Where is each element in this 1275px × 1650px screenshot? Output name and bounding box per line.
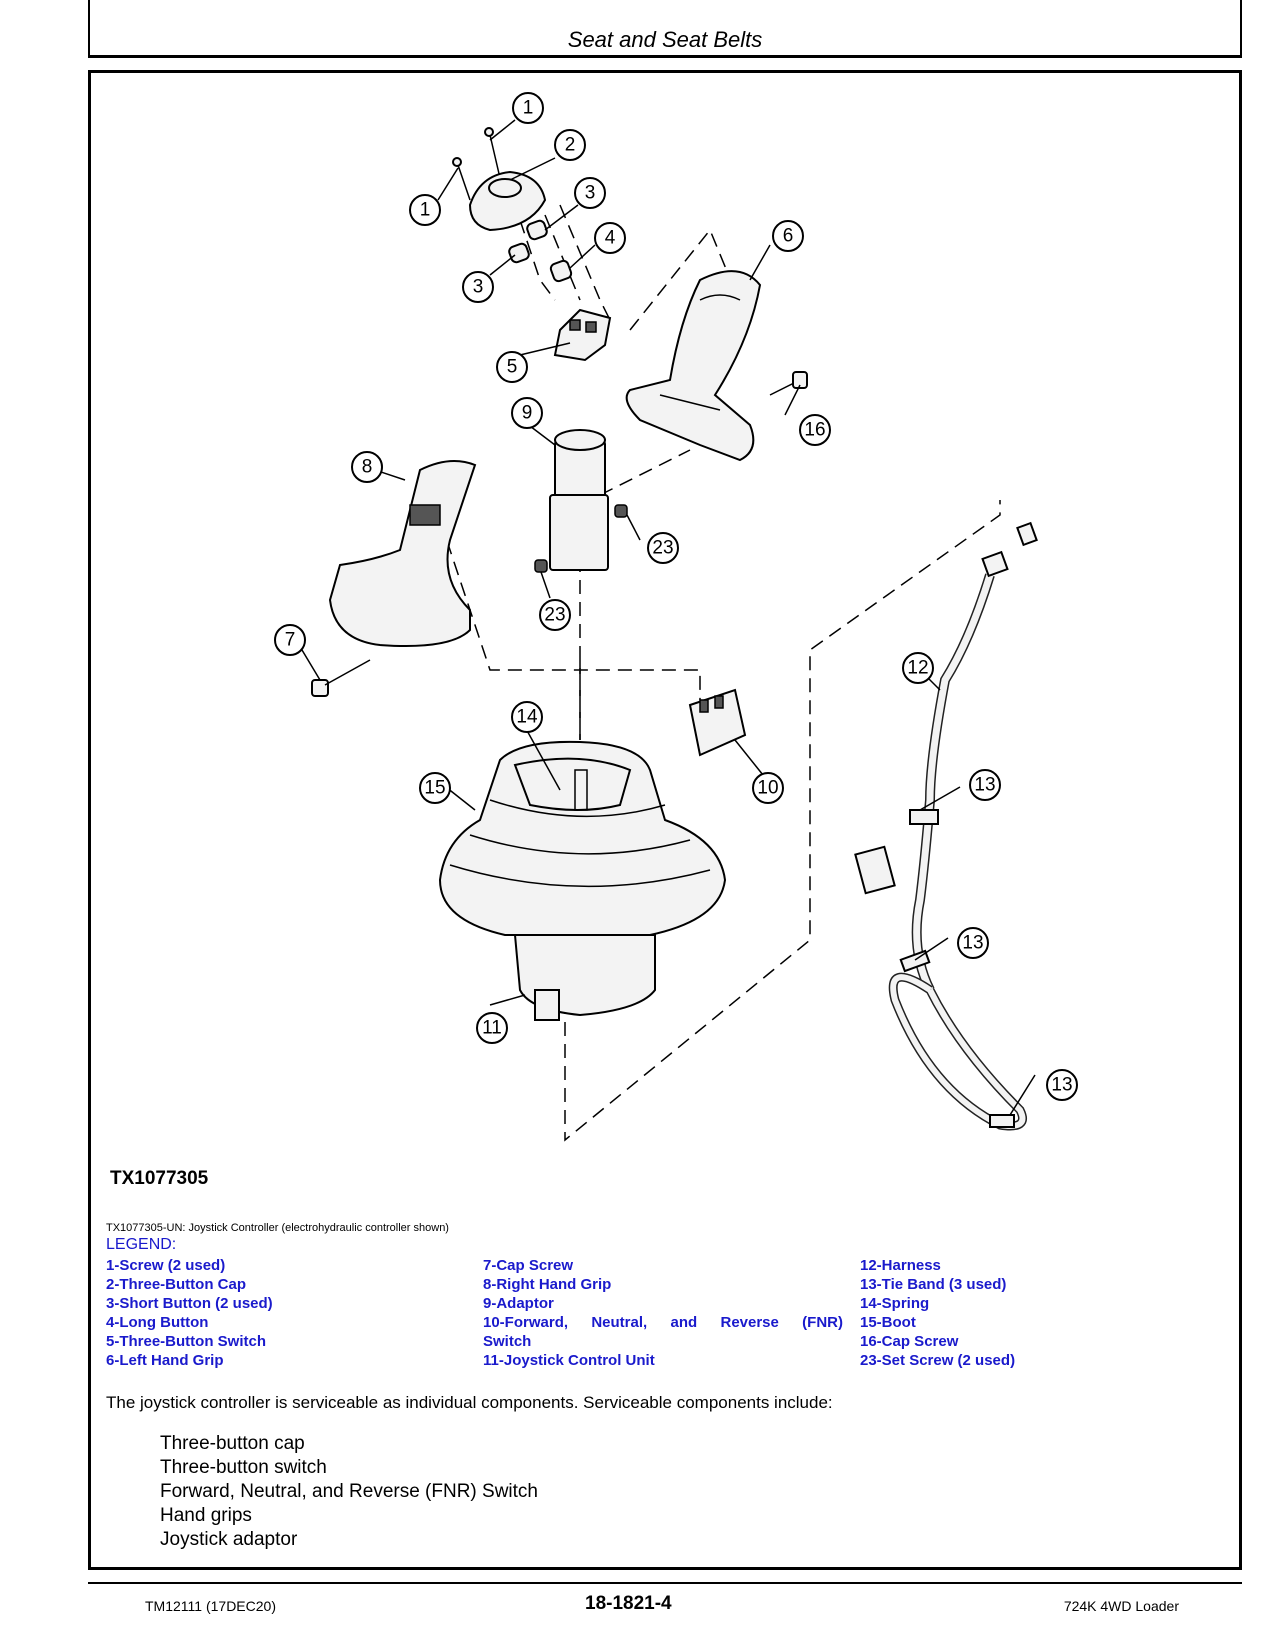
svg-text:23: 23 xyxy=(652,538,673,559)
legend-title: LEGEND: xyxy=(106,1236,177,1253)
svg-text:3: 3 xyxy=(585,183,596,204)
svg-text:6: 6 xyxy=(783,226,794,247)
svg-text:4: 4 xyxy=(605,228,616,249)
fnr-switch-part xyxy=(688,688,747,757)
svg-text:3: 3 xyxy=(473,277,484,298)
set-screw-part xyxy=(534,504,628,573)
three-button-cap-part xyxy=(468,170,547,232)
callout-7: 7 xyxy=(274,624,306,656)
legend-item: 7-Cap Screw xyxy=(483,1257,574,1274)
cap-screw-part xyxy=(769,371,808,396)
svg-text:1: 1 xyxy=(523,98,534,119)
callout-13c: 13 xyxy=(1046,1069,1078,1101)
footer-page-number: 18-1821-4 xyxy=(585,1593,672,1614)
boot-part xyxy=(438,740,727,936)
left-hand-grip-part xyxy=(625,270,762,462)
legend-item: 3-Short Button (2 used) xyxy=(106,1295,273,1312)
svg-text:2: 2 xyxy=(565,135,576,156)
legend-item: 11-Joystick Control Unit xyxy=(483,1352,655,1369)
callout-3b: 3 xyxy=(462,271,494,303)
legend-item: 13-Tie Band (3 used) xyxy=(860,1276,1007,1293)
list-item: Forward, Neutral, and Reverse (FNR) Swit… xyxy=(160,1481,538,1502)
legend-item: 6-Left Hand Grip xyxy=(106,1352,224,1369)
legend-item: 8-Right Hand Grip xyxy=(483,1276,612,1293)
callout-9: 9 xyxy=(511,397,543,429)
legend-item: 5-Three-Button Switch xyxy=(106,1333,266,1350)
adaptor-part xyxy=(549,429,609,571)
callout-23a: 23 xyxy=(647,532,679,564)
svg-text:1: 1 xyxy=(420,200,431,221)
joystick-control-unit-part xyxy=(513,934,656,1021)
svg-text:7: 7 xyxy=(285,630,296,651)
callout-12: 12 xyxy=(902,652,934,684)
three-button-switch-part xyxy=(553,308,612,362)
callout-23b: 23 xyxy=(539,599,571,631)
serviceable-components-list: Three-button cap Three-button switch For… xyxy=(160,1432,538,1552)
svg-text:10: 10 xyxy=(757,778,778,799)
callout-11: 11 xyxy=(476,1012,508,1044)
callout-5: 5 xyxy=(496,351,528,383)
legend-item: 9-Adaptor xyxy=(483,1295,554,1312)
callout-13a: 13 xyxy=(969,769,1001,801)
callout-15: 15 xyxy=(419,772,451,804)
legend-item: 10-Forward, Neutral, and Reverse (FNR) xyxy=(483,1314,843,1331)
list-item: Three-button cap xyxy=(160,1433,305,1454)
callout-14: 14 xyxy=(511,701,543,733)
svg-text:16: 16 xyxy=(804,420,825,441)
callout-16: 16 xyxy=(799,414,831,446)
callout-3a: 3 xyxy=(574,177,606,209)
page-title: Seat and Seat Belts xyxy=(567,27,763,52)
page-header: Seat and Seat Belts xyxy=(88,0,1242,58)
exploded-view-diagram: 1 2 1 3 3 4 5 6 16 9 8 23 23 7 12 14 15 … xyxy=(274,92,1078,1142)
legend-item: 15-Boot xyxy=(860,1314,916,1331)
svg-text:23: 23 xyxy=(544,605,565,626)
right-hand-grip-part xyxy=(328,460,477,647)
callout-4: 4 xyxy=(594,222,626,254)
callout-1b: 1 xyxy=(409,194,441,226)
svg-text:8: 8 xyxy=(362,457,373,478)
legend-item: 16-Cap Screw xyxy=(860,1333,959,1350)
callout-13b: 13 xyxy=(957,927,989,959)
legend-item: 23-Set Screw (2 used) xyxy=(860,1352,1016,1369)
svg-text:15: 15 xyxy=(424,778,445,799)
footer-divider xyxy=(88,1582,1242,1584)
svg-text:13: 13 xyxy=(974,775,995,796)
svg-text:9: 9 xyxy=(522,403,533,424)
legend-item: 4-Long Button xyxy=(106,1314,209,1331)
callout-6: 6 xyxy=(772,220,804,252)
list-item: Three-button switch xyxy=(160,1457,327,1478)
figure-caption: TX1077305-UN: Joystick Controller (elect… xyxy=(106,1222,449,1234)
button-parts xyxy=(508,219,573,283)
legend-column-2: 7-Cap Screw 8-Right Hand Grip 9-Adaptor … xyxy=(483,1256,843,1370)
legend-column-1: 1-Screw (2 used) 2-Three-Button Cap 3-Sh… xyxy=(106,1256,466,1370)
content-frame xyxy=(88,70,1242,1570)
svg-text:11: 11 xyxy=(482,1018,502,1039)
callout-10: 10 xyxy=(752,772,784,804)
figure-id: TX1077305 xyxy=(110,1168,209,1189)
footer-manual-id: TM12111 (17DEC20) xyxy=(145,1598,276,1614)
svg-text:13: 13 xyxy=(962,933,983,954)
legend-item: 2-Three-Button Cap xyxy=(106,1276,246,1293)
svg-text:14: 14 xyxy=(516,707,538,728)
svg-text:13: 13 xyxy=(1051,1075,1072,1096)
list-item: Joystick adaptor xyxy=(160,1529,298,1550)
callout-2: 2 xyxy=(554,129,586,161)
legend-item: 1-Screw (2 used) xyxy=(106,1257,226,1274)
legend-item: Switch xyxy=(483,1333,532,1350)
harness-part xyxy=(854,521,1038,1131)
screw-part xyxy=(452,127,501,201)
legend-item: 14-Spring xyxy=(860,1295,930,1312)
list-item: Hand grips xyxy=(160,1505,252,1526)
svg-text:12: 12 xyxy=(907,658,928,679)
intro-paragraph: The joystick controller is serviceable a… xyxy=(106,1393,833,1412)
svg-text:5: 5 xyxy=(507,357,518,378)
footer-model: 724K 4WD Loader xyxy=(1063,1598,1179,1614)
legend-item: 12-Harness xyxy=(860,1257,941,1274)
callout-8: 8 xyxy=(351,451,383,483)
cap-screw-7-part xyxy=(311,659,371,697)
legend-column-3: 12-Harness 13-Tie Band (3 used) 14-Sprin… xyxy=(860,1256,1220,1370)
callout-1a: 1 xyxy=(512,92,544,124)
